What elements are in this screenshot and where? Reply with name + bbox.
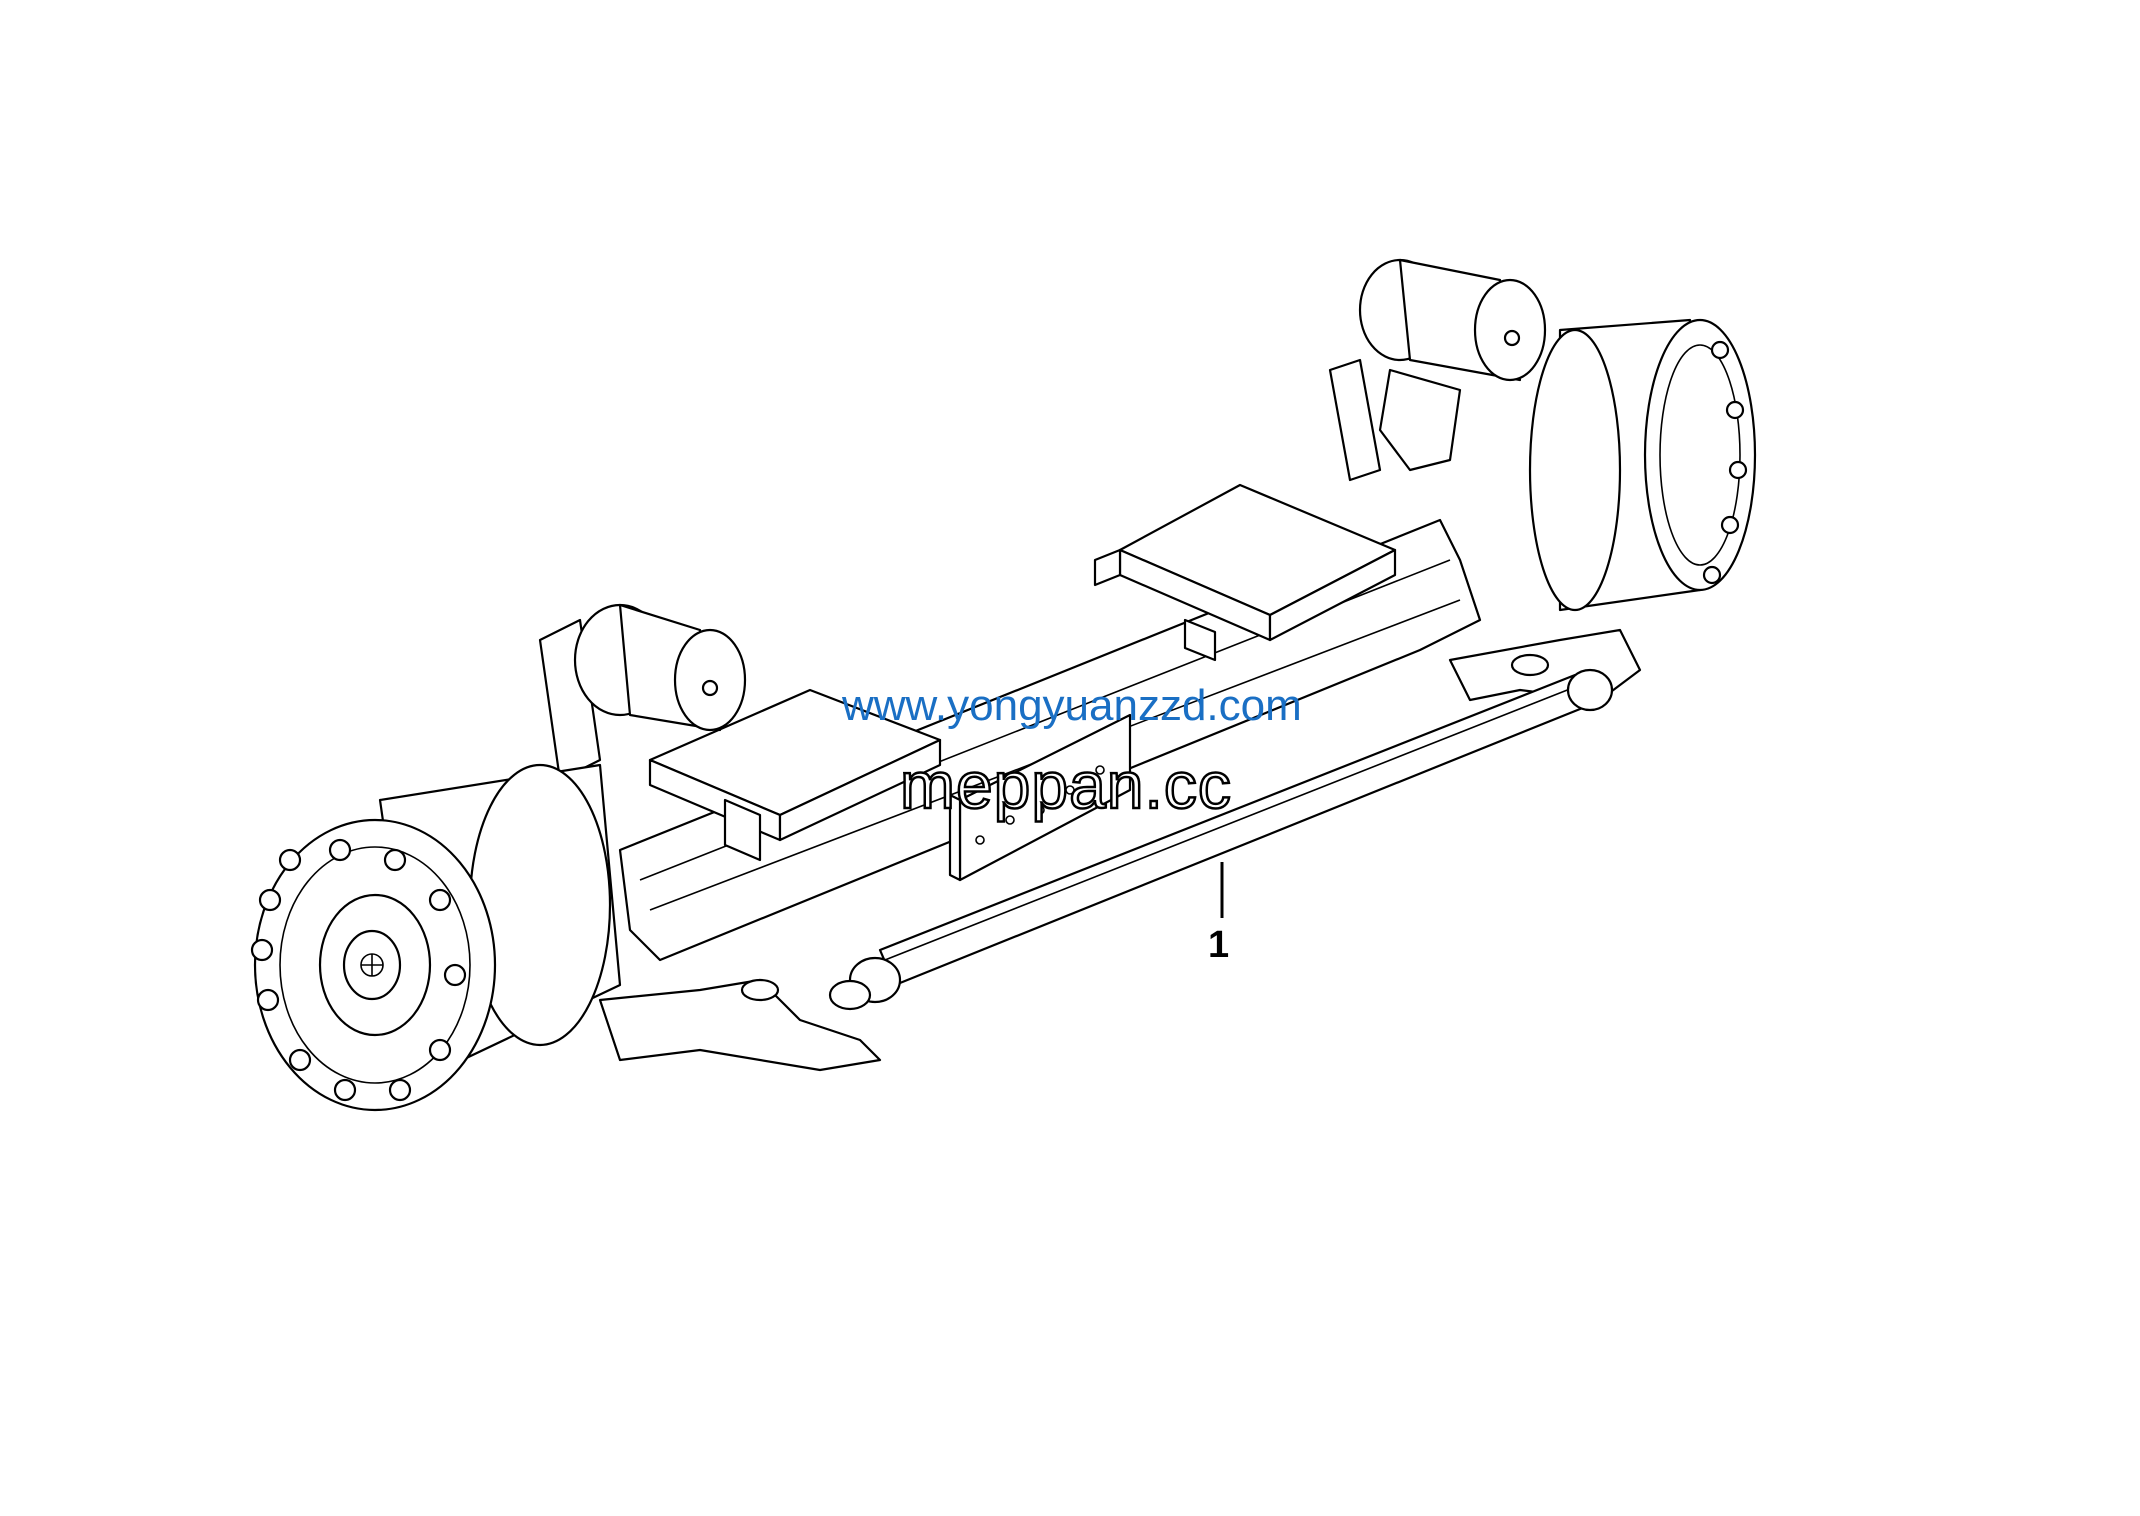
callout-number-1[interactable]: 1 bbox=[1208, 924, 1230, 966]
left-wheel-studs bbox=[250, 838, 467, 1102]
center-spring-plate bbox=[1093, 483, 1397, 662]
right-wheel-studs bbox=[1702, 340, 1748, 585]
right-brake-drum bbox=[1528, 318, 1757, 612]
left-brake-chamber bbox=[538, 603, 747, 782]
front-mounting-plate bbox=[948, 713, 1132, 882]
hub-cap-logo-icon bbox=[360, 953, 384, 977]
right-brake-chamber bbox=[1328, 258, 1547, 482]
left-spring-plate bbox=[648, 688, 942, 862]
watermark-yongyuanzzd: www.yongyuanzzd.com bbox=[842, 681, 1302, 730]
watermark-meppan: meppan.cc bbox=[899, 748, 1232, 822]
tie-rod bbox=[828, 668, 1614, 1011]
